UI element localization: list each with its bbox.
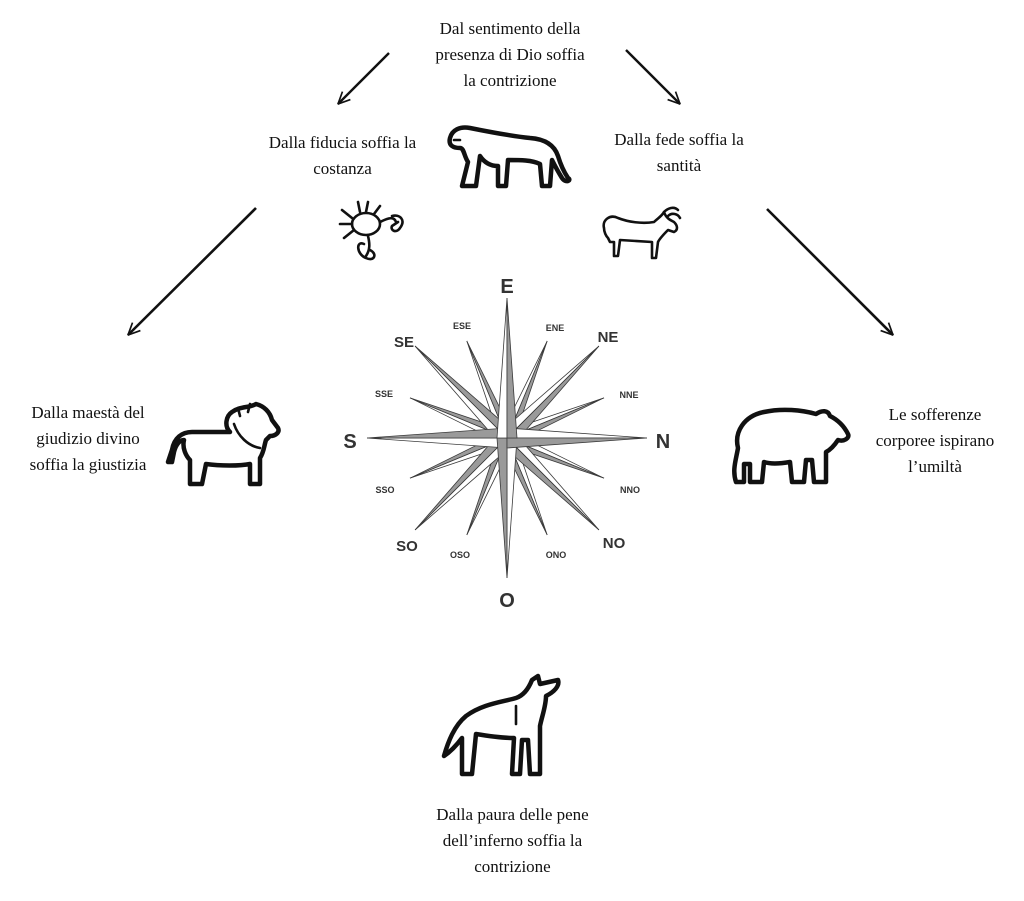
caption-line: Dalla paura delle pene [436, 805, 589, 824]
caption-line: Dal sentimento della [439, 19, 581, 38]
caption-line: Dalla fiducia soffia la [268, 133, 417, 152]
caption-line: costanza [313, 159, 372, 178]
compass-label-oso: OSO [450, 550, 470, 560]
caption-top: Dal sentimento della presenza di Dio sof… [400, 16, 620, 94]
compass-label-ese: ESE [453, 321, 471, 331]
crab-icon [338, 200, 404, 261]
caption-bottom: Dalla paura delle pene dell’inferno soff… [400, 802, 625, 880]
compass-label-upper-left: SE [394, 334, 414, 351]
caption-line: corporee ispirano [875, 431, 995, 450]
compass-label-top: E [500, 276, 513, 298]
ray-bottom-dark [496, 437, 508, 579]
caption-line: presenza di Dio soffia [435, 45, 585, 64]
compass-label-right: N [656, 431, 670, 453]
caption-line: Le sofferenze [888, 405, 982, 424]
ray-top-light [496, 297, 508, 439]
compass-rose [366, 297, 648, 579]
caption-line: Dalla fede soffia la [614, 130, 744, 149]
bear-icon [732, 407, 851, 485]
arrow-top-left [338, 52, 390, 104]
compass-label-sse: SSE [375, 389, 393, 399]
compass-label-nno: NNO [620, 485, 640, 495]
compass-label-upper-right: NE [598, 329, 619, 346]
ray-bottom-light [506, 437, 518, 579]
ray-top-dark [506, 297, 518, 439]
goat-icon [602, 206, 682, 260]
caption-line: dell’inferno soffia la [442, 831, 583, 850]
compass-label-lower-left: SO [396, 538, 418, 555]
ray-right-light [506, 427, 648, 439]
compass-label-sso: SSO [375, 485, 394, 495]
caption-line: contrizione [474, 857, 551, 876]
compass-label-ene: ENE [546, 323, 565, 333]
arrow-left [128, 207, 257, 335]
compass-label-bottom: O [499, 590, 515, 612]
compass-label-nne: NNE [619, 390, 638, 400]
compass-label-lower-right: NO [603, 535, 626, 552]
caption-line: la contrizione [463, 71, 557, 90]
caption-line: soffia la giustizia [29, 455, 147, 474]
caption-line: giudizio divino [36, 429, 140, 448]
compass-label-ono: ONO [546, 550, 567, 560]
caption-upper-right: Dalla fede soffia la santità [584, 127, 774, 179]
arrow-top-right [625, 49, 680, 104]
caption-upper-left: Dalla fiducia soffia la costanza [240, 130, 445, 182]
arrow-right [766, 208, 893, 335]
wolf-icon [441, 673, 561, 777]
caption-line: l’umiltà [908, 457, 962, 476]
ray-left-dark [366, 427, 508, 439]
caption-line: Dalla maestà del [31, 403, 145, 422]
caption-left: Dalla maestà del giudizio divino soffia … [0, 400, 176, 478]
panther-icon [447, 125, 572, 189]
caption-right: Le sofferenze corporee ispirano l’umiltà [845, 402, 1024, 480]
lion-icon [165, 401, 281, 487]
caption-line: santità [656, 156, 702, 175]
compass-label-left: S [343, 431, 356, 453]
ray-left-light [366, 437, 508, 449]
ray-right-dark [506, 437, 648, 449]
